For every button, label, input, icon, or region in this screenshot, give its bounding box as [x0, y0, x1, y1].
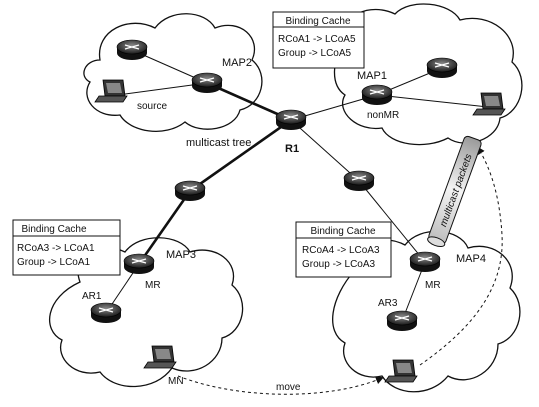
- label-map4: MAP4: [456, 253, 486, 265]
- label-map1: MAP1: [357, 70, 387, 82]
- router-tree-left-icon: [174, 180, 206, 202]
- router-map2-icon: [191, 72, 223, 94]
- label-map2: MAP2: [222, 57, 252, 69]
- binding-cache-row: RCoA1 -> LCoA5: [278, 34, 356, 45]
- binding-cache-row: RCoA4 -> LCoA3: [302, 245, 380, 256]
- binding-cache-row: Group -> LCoA3: [302, 259, 376, 270]
- label-mn: MN: [168, 376, 184, 387]
- cloud-map1-network: [333, 3, 523, 146]
- router-ar3-icon: [386, 310, 418, 332]
- binding-cache-row: Group -> LCoA5: [278, 48, 352, 59]
- binding-cache-title: Binding Cache: [310, 226, 375, 237]
- router-r1-icon: [275, 109, 307, 131]
- label-map3: MAP3: [166, 249, 196, 261]
- label-mr-right: MR: [425, 280, 441, 291]
- binding-cache-row: Group -> LCoA1: [17, 257, 91, 268]
- move-arrow: [177, 375, 384, 395]
- router-ar1-icon: [90, 302, 122, 324]
- binding-cache-title: Binding Cache: [21, 224, 86, 235]
- multicast-packets-tube: multicast packets: [427, 135, 482, 248]
- label-source: source: [137, 101, 167, 112]
- router-source-net: [116, 39, 148, 61]
- cloud-source-network: [83, 13, 263, 132]
- label-move: move: [276, 382, 301, 393]
- label-r1: R1: [285, 143, 299, 155]
- label-ar3: AR3: [378, 298, 398, 309]
- label-nonmr: nonMR: [367, 110, 399, 121]
- router-map4-icon: [409, 251, 441, 273]
- router-map1-icon: [361, 84, 393, 106]
- binding-cache-map3: Binding Cache RCoA3 -> LCoA1 Group -> LC…: [12, 219, 121, 276]
- binding-cache-map1: Binding Cache RCoA1 -> LCoA5 Group -> LC…: [272, 11, 365, 69]
- router-map3-icon: [123, 253, 155, 275]
- router-right-branch-icon: [343, 170, 375, 192]
- binding-cache-row: RCoA3 -> LCoA1: [17, 243, 95, 254]
- binding-cache-title: Binding Cache: [285, 16, 350, 27]
- label-multicast-tree: multicast tree: [186, 137, 251, 149]
- label-ar1: AR1: [82, 291, 102, 302]
- router-map1-net-icon: [426, 57, 458, 79]
- binding-cache-map4: Binding Cache RCoA4 -> LCoA3 Group -> LC…: [295, 221, 392, 278]
- label-mr-left: MR: [145, 280, 161, 291]
